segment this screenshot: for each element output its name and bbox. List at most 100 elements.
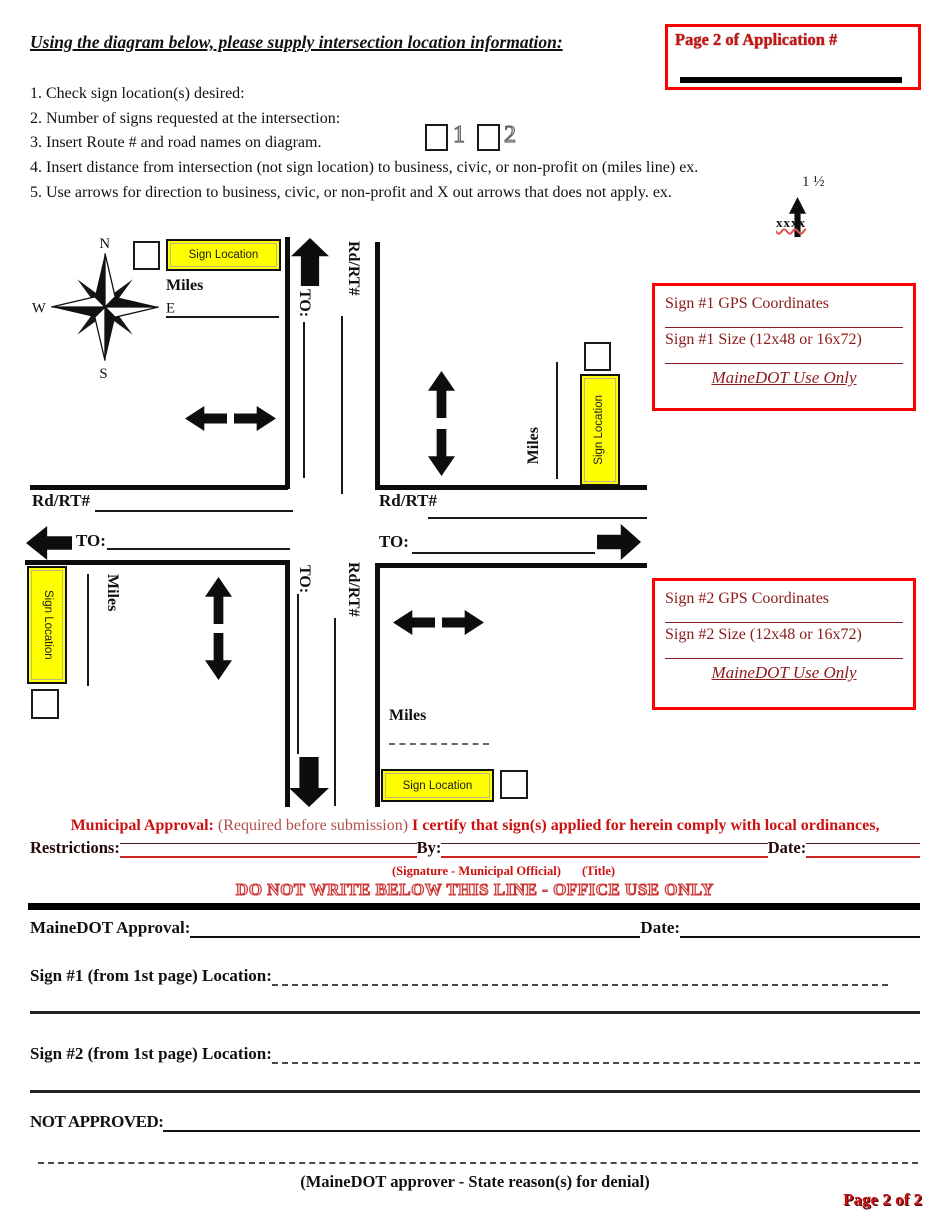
road-edge-topleft-horizontal — [30, 485, 288, 490]
to-arrow-right-icon — [597, 524, 641, 560]
mainedot-approval-blank[interactable] — [190, 924, 641, 938]
sign-count-checkbox-1[interactable] — [425, 124, 448, 151]
road-label-right: Rd/RT# — [379, 491, 437, 510]
application-number-label: Page 2 of Application # — [675, 30, 838, 49]
sign2-gps-label: Sign #2 GPS Coordinates — [665, 590, 830, 607]
direction-arrow-left-icon — [393, 610, 435, 635]
sign2-size-blank[interactable] — [665, 644, 903, 659]
to-label-top-street: TO: — [296, 289, 313, 318]
sign-count-option-1: 1 — [452, 121, 465, 148]
sign-location-box-topright: Sign Location — [580, 374, 620, 486]
to-arrow-up-icon — [291, 238, 329, 286]
direction-arrow-right-icon — [234, 406, 276, 431]
compass-north-label: N — [99, 236, 110, 252]
sign1-location-label: Sign #1 (from 1st page) Location: — [30, 966, 272, 985]
miles-label-topright: Miles — [525, 427, 542, 465]
certify-text: I certify that sign(s) applied for herei… — [412, 817, 880, 834]
to-blank-right[interactable] — [412, 552, 595, 554]
compass-south-label: S — [99, 366, 107, 381]
sign1-size-blank[interactable] — [665, 349, 903, 364]
sign-count-option-2: 2 — [503, 121, 516, 148]
miles-blank-topright[interactable] — [556, 362, 558, 479]
instruction-1: 1. Check sign location(s) desired: — [30, 85, 245, 102]
restrictions-blank[interactable] — [119, 844, 417, 858]
road-edge-bottomright-horizontal — [375, 563, 647, 568]
road-blank-bottom-street[interactable] — [334, 618, 336, 806]
sign-location-checkbox-bottomright[interactable] — [500, 770, 528, 799]
sign-location-checkbox-bottomleft[interactable] — [31, 689, 59, 719]
road-edge-topright-vertical — [375, 242, 380, 489]
page-footer: Page 2 of 2 — [843, 1190, 922, 1209]
to-blank-top-street[interactable] — [303, 322, 305, 478]
road-edge-topleft-vertical — [285, 237, 290, 489]
not-approved-label: NOT APPROVED: — [30, 1112, 164, 1131]
instruction-4: 4. Insert distance from intersection (no… — [30, 159, 699, 176]
sign1-gps-blank[interactable] — [665, 313, 903, 328]
sign-location-checkbox-topleft[interactable] — [133, 241, 160, 270]
sign2-gps-box: Sign #2 GPS Coordinates Sign #2 Size (12… — [652, 578, 916, 710]
to-blank-left[interactable] — [107, 548, 290, 550]
denial-reason-blank[interactable] — [38, 1150, 918, 1164]
sign2-use-only-label: MaineDOT Use Only — [711, 663, 857, 682]
sign1-gps-label: Sign #1 GPS Coordinates — [665, 295, 830, 312]
direction-arrow-left-icon — [185, 406, 227, 431]
required-note: (Required before submission) — [213, 817, 413, 834]
miles-label-topleft: Miles — [166, 277, 204, 294]
instruction-5: 5. Use arrows for direction to business,… — [30, 184, 672, 201]
to-arrow-down-icon — [289, 757, 329, 807]
sign-location-label: Sign Location — [170, 243, 277, 267]
road-blank-top-street[interactable] — [341, 316, 343, 494]
mainedot-approval-label: MaineDOT Approval: — [30, 918, 191, 937]
road-edge-topright-horizontal — [375, 485, 647, 490]
sign1-location-blank[interactable] — [271, 972, 888, 986]
miles-blank-bottomleft[interactable] — [87, 574, 89, 686]
not-approved-blank[interactable] — [163, 1118, 920, 1132]
road-label-bottom-street: Rd/RT# — [345, 562, 362, 617]
instruction-2: 2. Number of signs requested at the inte… — [30, 110, 341, 127]
direction-arrow-up-icon — [205, 577, 232, 624]
title-note: (Title) — [582, 864, 616, 878]
office-use-banner: DO NOT WRITE BELOW THIS LINE - OFFICE US… — [235, 879, 714, 899]
sign-count-checkbox-2[interactable] — [477, 124, 500, 151]
sign2-location-blank-line2[interactable] — [30, 1090, 920, 1093]
instruction-3: 3. Insert Route # and road names on diag… — [30, 134, 322, 151]
sign2-location-row: Sign #2 (from 1st page) Location: — [30, 1044, 920, 1064]
road-label-top-street: Rd/RT# — [345, 241, 362, 296]
sign-location-label: Sign Location — [385, 773, 490, 798]
municipal-approval-label: Municipal Approval: — [70, 817, 214, 834]
page-title: Using the diagram below, please supply i… — [30, 32, 563, 52]
application-number-line[interactable] — [680, 77, 902, 83]
miles-label-bottomleft: Miles — [104, 574, 121, 612]
sign-location-box-topleft: Sign Location — [166, 239, 281, 271]
sign1-use-only-label: MaineDOT Use Only — [711, 368, 857, 387]
sign1-size-label: Sign #1 Size (12x48 or 16x72) — [665, 331, 862, 348]
sign-location-label: Sign Location — [41, 590, 54, 660]
to-label-right: TO: — [379, 532, 409, 551]
compass-east-label: E — [166, 301, 175, 317]
road-edge-bottomleft-horizontal — [25, 560, 290, 565]
sign2-location-blank[interactable] — [271, 1050, 920, 1064]
road-blank-left[interactable] — [95, 510, 293, 512]
sign-location-box-bottomleft: Sign Location — [27, 566, 67, 684]
by-blank[interactable] — [441, 844, 768, 858]
by-label: By: — [416, 838, 442, 857]
signature-note: (Signature - Municipal Official) — [392, 864, 561, 878]
road-blank-right[interactable] — [428, 517, 647, 519]
miles-blank-bottomright[interactable] — [389, 731, 489, 745]
compass-rose-icon: N S E W — [32, 236, 175, 382]
to-arrow-left-icon — [26, 526, 72, 560]
application-number-box: Page 2 of Application # — [665, 24, 921, 90]
compass-west-label: W — [32, 301, 46, 317]
sign1-location-blank-line2[interactable] — [30, 1011, 920, 1014]
to-blank-bottom-street[interactable] — [297, 594, 299, 754]
sign-location-checkbox-topright[interactable] — [584, 342, 611, 371]
miles-blank-topleft[interactable] — [166, 316, 279, 318]
signature-title-note: (Signature - Municipal Official) (Title) — [392, 864, 615, 879]
office-use-divider — [28, 903, 920, 910]
road-edge-bottomleft-vertical — [285, 560, 290, 807]
office-date-blank[interactable] — [680, 924, 920, 938]
sign2-gps-blank[interactable] — [665, 608, 903, 623]
example-miles-value: 1 ½ — [802, 174, 825, 190]
municipal-date-blank[interactable] — [806, 844, 921, 858]
